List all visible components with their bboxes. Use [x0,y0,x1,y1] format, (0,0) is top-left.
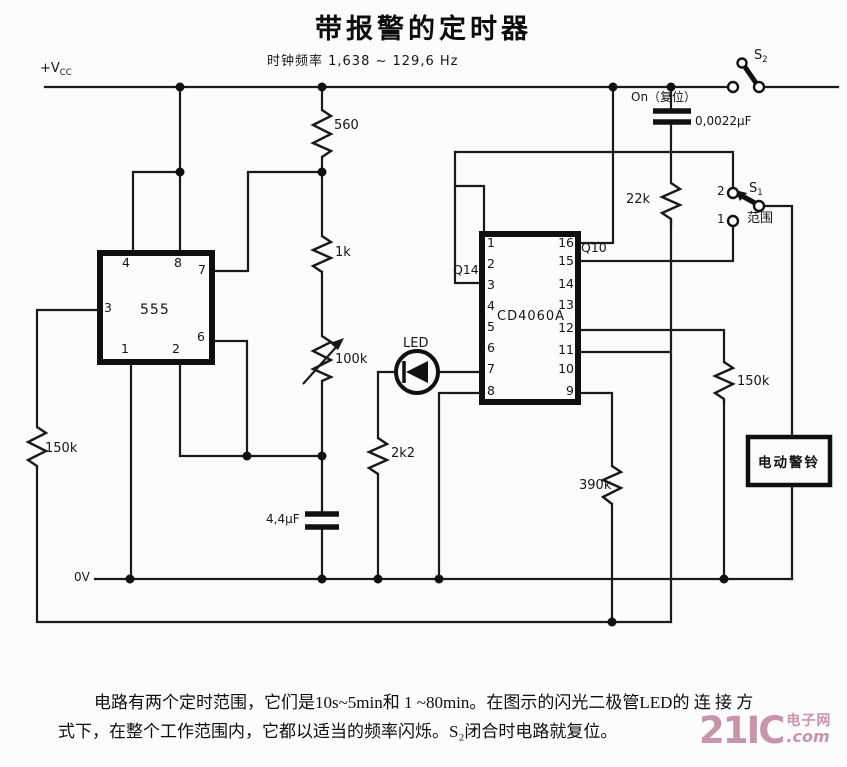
capacitors [305,108,691,530]
resistor-100k-pot [310,335,334,383]
resistor-150k-right [712,361,736,403]
ic4060-pin-3: 3 [487,277,495,292]
on-reset-label: On（复位） [631,90,697,104]
ic4060-pin-10: 10 [558,361,574,376]
ic4060-pin-11: 11 [558,342,574,357]
page-title: 带报警的定时器 [315,14,532,45]
cap-reset-value: 0,0022μF [695,114,752,128]
r150k-left-value: 150k [45,441,78,456]
ic4060-pin-12: 12 [558,320,574,335]
ic4060-pin-6: 6 [487,340,495,355]
r2k2-value: 2k2 [391,446,416,461]
switch-s2 [726,57,766,94]
ic4060-q14-label: Q14 [453,262,479,277]
caption-paragraph: 电路有两个定时范围，它们是10s~5min和 1 ~80min。在图示的闪光二极… [58,688,818,746]
ic555-pin-8: 8 [174,255,182,270]
watermark-dotcom: .com [786,727,830,746]
ic4060-pin-1: 1 [487,235,495,250]
vcc-label: +VCC [40,61,72,78]
clock-frequency-label: 时钟频率 1,638 ~ 129,6 Hz [267,54,459,69]
bell-label: 电动警铃 [758,455,820,471]
r560-value: 560 [334,118,359,133]
ic4060-box [479,231,581,405]
watermark-site: 电子网 [786,713,832,729]
ic4060-pin-14: 14 [558,276,574,291]
led-label: LED [403,336,429,351]
r150k-right-value: 150k [737,374,770,389]
resistors [25,109,736,505]
ic555-pin-3: 3 [104,300,112,315]
resistor-22k [659,182,683,225]
ic4060-pin-15: 15 [558,253,574,268]
ic4060-pin-9: 9 [566,383,574,398]
switch-s1 [726,186,766,228]
caption-line-2: 式下，在整个工作范围内，它都以适当的频率闪烁。S₂闭合时电路就复位。 [58,722,618,742]
r390k-value: 390k [579,478,612,493]
ic555-box [97,250,215,365]
s1-contact-2-label: 2 [717,184,725,198]
caption-line-1: 电路有两个定时范围，它们是10s~5min和 1 ~80min。在图示的闪光二极… [94,693,754,712]
ic555-pin-4: 4 [122,255,130,270]
s2-label: S2 [754,48,768,65]
resistor-390k [600,465,624,505]
cap-timing-value: 4,4μF [266,512,300,526]
r22k-value: 22k [626,192,651,207]
resistor-150k-left [25,426,49,469]
resistor-1k [310,235,334,273]
ic4060-pin-4: 4 [487,298,495,313]
junction-dots [125,82,729,627]
led-symbol [394,349,440,395]
range-label: 范围 [747,211,774,226]
ic4060-label: CD4060A [497,309,566,324]
r1k-value: 1k [335,245,351,260]
wires [35,85,840,624]
ic555-pin-1: 1 [121,341,129,356]
s1-label: S1 [749,181,763,198]
pot-arrow [302,338,344,385]
ic4060-pin-2: 2 [487,256,495,271]
r100k-value: 100k [335,352,368,367]
ic555-pin-6: 6 [197,329,205,344]
s1-contact-1-label: 1 [717,212,725,226]
watermark-brand: 21IC [699,709,785,752]
gnd-label: 0V [74,570,90,584]
resistor-560 [310,109,334,158]
ic4060-pin-5: 5 [487,319,495,334]
ic4060-pin-7: 7 [487,361,495,376]
ic4060-pin-13: 13 [558,297,574,312]
ic555-pin-2: 2 [172,341,180,356]
circuit-schematic [25,57,840,627]
bell-box [745,434,833,488]
resistor-2k2 [366,437,390,475]
ic4060-q10-label: Q10 [581,240,607,255]
ic4060-pin-16: 16 [558,235,574,250]
ic555-pin-7: 7 [198,262,206,277]
ic4060-pin-8: 8 [487,383,495,398]
ic555-label: 555 [140,302,170,318]
watermark: 21IC 电子网 .com [699,712,831,749]
